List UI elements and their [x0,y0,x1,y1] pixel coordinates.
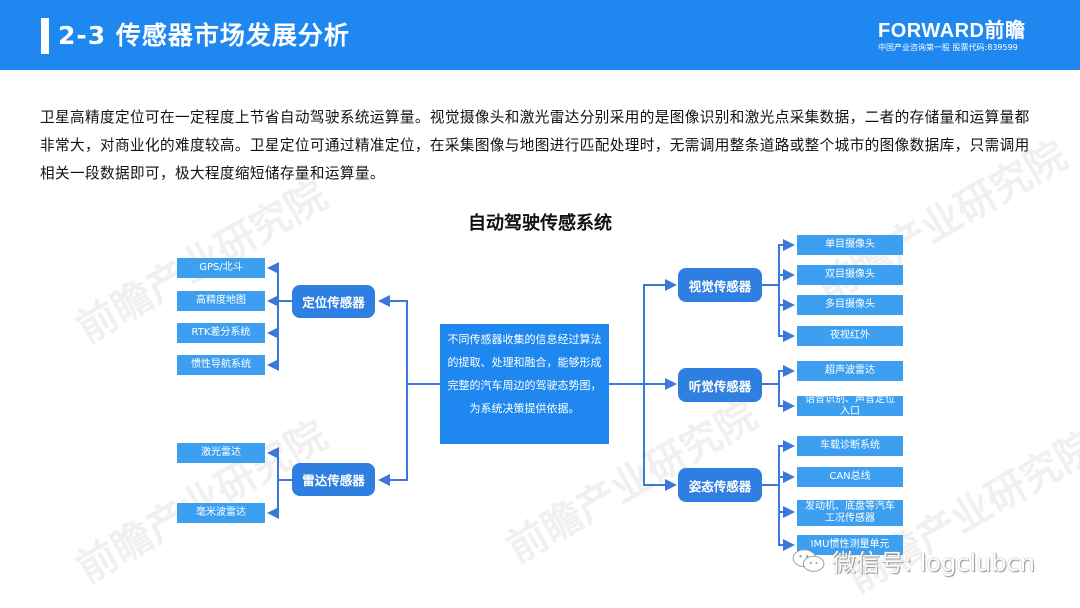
connector-center-left [378,295,440,385]
connector-leaf [762,239,795,286]
connector-leaf [778,512,795,551]
leaf-stereo-camera: 双目摄像头 [797,265,903,285]
leaf-mono-camera: 单目摄像头 [797,235,903,255]
connector-leaf [267,333,279,371]
connector-center-right [643,384,677,491]
connector-leaf [778,285,795,311]
brand-subtitle: 中国产业咨询第一股 股票代码:839599 [878,43,1018,52]
node-auditory-sensor: 听觉传感器 [678,368,762,402]
leaf-vehicle-condition-sensor: 发动机、底盘等汽车工况传感器 [797,500,903,526]
leaf-night-infrared: 夜视红外 [797,326,903,346]
node-radar-sensor: 雷达传感器 [292,463,375,496]
leaf-ultrasonic-radar: 超声波雷达 [797,361,903,381]
connector-center-left [378,384,408,486]
connector-leaf [267,262,292,302]
connector-center-right [609,279,677,385]
connector-leaf [267,447,292,481]
connector-leaf [762,365,795,385]
brand-logo: FORWARD前瞻 中国产业咨询第一股 股票代码:839599 [878,20,1048,54]
header-banner: 2-3 传感器市场发展分析 FORWARD前瞻 中国产业咨询第一股 股票代码:8… [0,0,1080,70]
leaf-can-bus: CAN总线 [797,467,903,487]
connector-leaf [778,485,795,518]
wechat-watermark: 微信号: logclubcn [790,543,1035,578]
connector-leaf [778,384,795,412]
intro-paragraph: 卫星高精度定位可在一定程度上节省自动驾驶系统运算量。视觉摄像头和激光雷达分别采用… [40,109,1030,182]
page-title: 2-3 传感器市场发展分析 [58,21,350,50]
brand-name: FORWARD前瞻 [878,20,1026,42]
leaf-imu: IMU惯性测量单元 [797,535,903,555]
connector-leaf [267,301,279,339]
wechat-icon [792,548,825,572]
connector-leaf [762,440,795,486]
diagram-title: 自动驾驶传感系统 [468,213,612,234]
header-accent-bar [41,18,49,54]
node-attitude-sensor: 姿态传感器 [678,468,762,502]
leaf-voice-recognition: 语音识别、声音定位入口 [797,394,903,417]
leaf-ins: 惯性导航系统 [177,355,265,375]
connector-leaf [267,480,279,519]
node-vision-sensor: 视觉传感器 [678,268,762,302]
leaf-gps-beidou: GPS/北斗 [177,258,265,278]
node-positioning-sensor: 定位传感器 [292,285,375,318]
leaf-mmwave-radar: 毫米波雷达 [177,503,265,523]
leaf-hd-map: 高精度地图 [177,291,265,311]
leaf-obd: 车载诊断系统 [797,436,903,456]
center-fusion-box: 不同传感器收集的信息经过算法的提取、处理和融合，能够形成完整的汽车周边的驾驶态势… [440,324,609,444]
wechat-id-text: 微信号: logclubcn [832,549,1036,577]
leaf-multi-camera: 多目摄像头 [797,295,903,315]
leaf-rtk: RTK差分系统 [177,323,265,343]
leaf-lidar: 激光雷达 [177,443,265,463]
connector-leaf [778,305,795,342]
